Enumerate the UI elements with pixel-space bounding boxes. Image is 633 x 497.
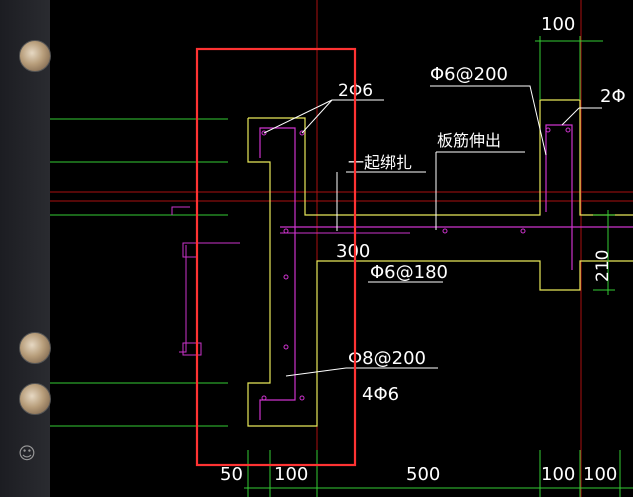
dim-bottom-500: 500 (406, 464, 440, 485)
rebar-detail-1 (171, 206, 190, 215)
label-stirrup-top: Φ6@200 (430, 64, 508, 85)
label-together-tie: 一起绑扎 (348, 153, 412, 172)
label-top-rebar-right: 2Φ (600, 86, 626, 107)
dimension-lines (244, 36, 633, 497)
leader-lines (263, 85, 602, 377)
dim-bottom-100-a: 100 (274, 464, 308, 485)
beam-top-outline (248, 99, 633, 216)
highlight-box (195, 47, 357, 467)
label-bottom-rebar: 4Φ6 (362, 384, 399, 405)
rebar-dots (261, 127, 571, 401)
stirrup-right (545, 124, 573, 270)
smiley-icon[interactable]: ☺ (18, 444, 36, 464)
dim-bottom-50: 50 (220, 464, 243, 485)
rebar-detail-box-1 (182, 242, 198, 258)
user-avatar-2[interactable] (19, 332, 51, 364)
structural-detail-drawing: 2Φ6 一起绑扎 板筋伸出 Φ6@200 2Φ 300 Φ6@180 Φ8@20… (50, 0, 633, 497)
user-avatar-3[interactable] (19, 383, 51, 415)
rebar-detail-2 (179, 245, 187, 353)
dim-bottom-100-c: 100 (583, 464, 617, 485)
chat-sidebar: ☺ (0, 0, 51, 497)
label-dim-210: 210 (593, 250, 613, 282)
slab-section-outline (247, 118, 633, 427)
cad-drawing-canvas[interactable]: 2Φ6 一起绑扎 板筋伸出 Φ6@200 2Φ 300 Φ6@180 Φ8@20… (50, 0, 633, 497)
stirrup-left (259, 127, 296, 420)
label-bottom-bar: Φ6@180 (370, 262, 448, 283)
dim-top-100: 100 (541, 14, 575, 35)
rebar-detail-box-2 (182, 342, 202, 356)
label-dim-300: 300 (336, 241, 370, 262)
label-slab-rebar-extend: 板筋伸出 (437, 131, 501, 150)
label-stirrup-bottom: Φ8@200 (348, 348, 426, 369)
user-avatar-1[interactable] (19, 40, 51, 72)
dim-bottom-100-b: 100 (541, 464, 575, 485)
